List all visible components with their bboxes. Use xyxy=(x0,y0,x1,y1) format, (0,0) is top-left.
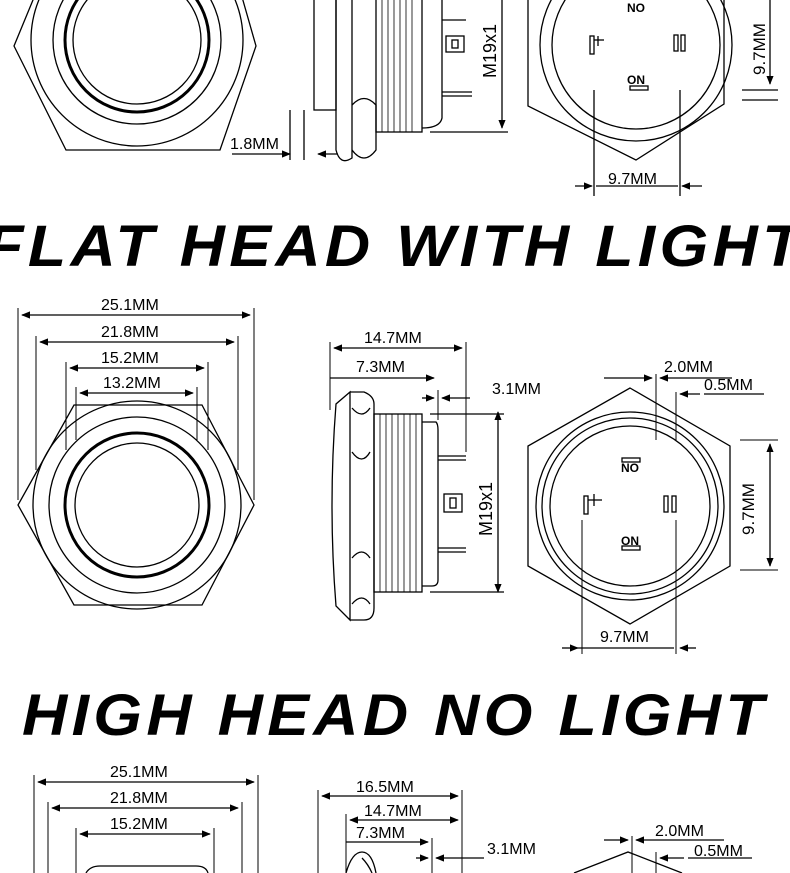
high-side-dim-1: 16.5MM xyxy=(356,779,414,796)
flat-front-dim-2: 21.8MM xyxy=(101,324,159,341)
top-thread-label: M19x1 xyxy=(480,24,500,78)
high-head-back-view xyxy=(573,851,683,873)
flat-side-dim-3: 3.1MM xyxy=(492,381,541,398)
top-front-view xyxy=(13,0,257,151)
flat-side-dim-2: 7.3MM xyxy=(356,359,405,376)
high-side-dim-2: 14.7MM xyxy=(364,803,422,820)
flat-head-side-view xyxy=(331,390,466,622)
section-title-flat-head: FLAT HEAD WITH LIGHT xyxy=(0,214,790,279)
flat-head-front-view xyxy=(17,400,255,610)
high-side-dim-3: 7.3MM xyxy=(356,825,405,842)
top-side-view xyxy=(313,0,472,162)
section-title-high-head: HIGH HEAD NO LIGHT xyxy=(22,683,768,748)
flat-front-dim-1: 25.1MM xyxy=(101,297,159,314)
high-front-dim-1: 25.1MM xyxy=(110,764,168,781)
high-head-side-view xyxy=(345,851,377,873)
flat-head-back-view xyxy=(527,387,731,625)
top-back-view xyxy=(527,0,733,161)
flat-pin-span-v: 9.7MM xyxy=(739,483,758,535)
flat-pin-span-h: 9.7MM xyxy=(600,629,649,646)
top-pin-span-h: 9.7MM xyxy=(608,171,657,188)
high-side-dim-4: 3.1MM xyxy=(487,841,536,858)
flat-front-dim-4: 13.2MM xyxy=(103,375,161,392)
flat-front-dim-3: 15.2MM xyxy=(101,350,159,367)
flat-back-dim-1: 2.0MM xyxy=(664,359,713,376)
high-back-dim-1: 2.0MM xyxy=(655,823,704,840)
flat-back-dim-2: 0.5MM xyxy=(704,377,753,394)
flat-terminal-on: ON xyxy=(621,534,639,548)
flat-thread-label: M19x1 xyxy=(476,482,496,536)
high-head-front-view xyxy=(85,865,209,873)
flat-terminal-no: NO xyxy=(621,461,639,475)
flat-side-dim-1: 14.7MM xyxy=(364,330,422,347)
top-terminal-no: NO xyxy=(627,1,645,15)
top-terminal-on: ON xyxy=(627,73,645,87)
top-pin-span-v: 9.7MM xyxy=(750,23,769,75)
high-back-dim-2: 0.5MM xyxy=(694,843,743,860)
high-front-dim-3: 15.2MM xyxy=(110,816,168,833)
high-front-dim-2: 21.8MM xyxy=(110,790,168,807)
top-lip-dim: 1.8MM xyxy=(230,136,279,153)
